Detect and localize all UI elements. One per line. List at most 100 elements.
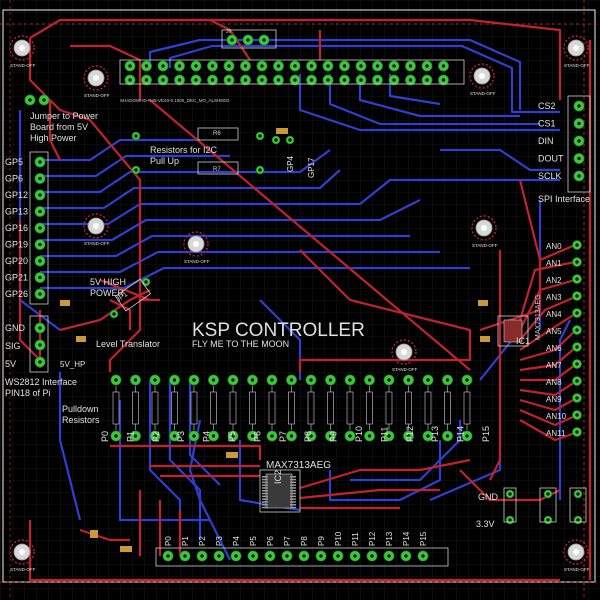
p-label-mid: P3 [176, 431, 186, 442]
standoff-7: STAND-OFF [391, 339, 418, 372]
spi-label: SCLK [538, 171, 562, 181]
p-label-bottom: P1 [181, 536, 190, 546]
smd-parts [60, 128, 490, 552]
p-label-bottom: P0 [164, 536, 173, 546]
r6-label: R6 [213, 131, 221, 137]
j6-outline [221, 29, 277, 49]
standoff-label: STAND-OFF [470, 91, 496, 96]
ic2-label: IC2 [273, 470, 283, 484]
analog-label: AN9 [546, 395, 562, 404]
gp-connector-outline [29, 151, 49, 305]
standoff-0: STAND-OFF [9, 35, 36, 68]
r7-outline [197, 161, 239, 175]
r7-label: R7 [213, 167, 221, 173]
p-label-bottom: P5 [249, 536, 258, 546]
gp4-label: GP4 [286, 155, 295, 172]
header-name-label: SHADOWHD-R45-VE40-0.1000_DEC_MO_ALSHEED [120, 98, 230, 103]
board-title: KSP CONTROLLER [192, 320, 365, 341]
p-label-bottom: P10 [334, 531, 343, 546]
gp-label: GP16 [5, 223, 28, 233]
hp-note-1: 5V HIGH [90, 277, 126, 287]
p-label-mid: P10 [354, 426, 364, 442]
standoff-label: STAND-OFF [84, 241, 110, 246]
gnd-label: GND [478, 492, 499, 502]
standoff-8: STAND-OFF [9, 539, 36, 572]
p-label-bottom: P13 [385, 531, 394, 546]
analog-label: AN5 [546, 327, 562, 336]
standoff-label: STAND-OFF [564, 567, 590, 572]
gp-label: GP12 [5, 190, 28, 200]
jumper-note-2: Board from 5V [30, 122, 88, 132]
analog-label: AN0 [546, 242, 562, 251]
ic2-chip [262, 473, 296, 509]
jumper-note-1: Jumper to Power [30, 111, 98, 121]
standoff-label: STAND-OFF [184, 259, 210, 264]
analog-label: AN11 [546, 429, 566, 438]
p-label-mid: P5 [227, 431, 237, 442]
p-label-bottom: P15 [419, 531, 428, 546]
pulldown-note-2: Resistors [62, 415, 100, 425]
spi-connector-outline [567, 95, 591, 193]
silkscreen-outlines [29, 29, 591, 567]
gp-label: GP26 [5, 289, 28, 299]
header-outline [119, 59, 465, 85]
top-copper-traces [18, 18, 592, 582]
gp-label: GP13 [5, 207, 28, 217]
jumper-note-3: High Power [30, 133, 77, 143]
ic1-label: IC1 [516, 336, 530, 346]
spi-label: CS1 [538, 119, 556, 129]
v33-label: 3.3V [476, 519, 495, 529]
standoff-label: STAND-OFF [392, 367, 418, 372]
p-label-bottom: P6 [266, 536, 275, 546]
p-label-bottom: P12 [368, 531, 377, 546]
p-label-bottom: P4 [232, 536, 241, 546]
spi-note: SPI Interface [538, 194, 590, 204]
p-label-bottom: P8 [300, 536, 309, 546]
jp1-outline [114, 278, 152, 312]
standoff-9: STAND-OFF [563, 539, 590, 572]
standoff-label: STAND-OFF [10, 567, 36, 572]
standoff-4: STAND-OFF [83, 213, 110, 246]
ic2-outline [259, 469, 301, 513]
ws-5v-label: 5V [5, 359, 16, 369]
pulldown-note-1: Pulldown [62, 404, 99, 414]
j6-label: J6 [226, 29, 232, 35]
gp17-label: GP17 [307, 157, 316, 178]
analog-label: AN1 [546, 259, 562, 268]
ws-note-1: WS2812 Interface [5, 377, 77, 387]
p-label-bottom: P3 [215, 536, 224, 546]
spi-label: DIN [538, 136, 554, 146]
p-label-mid: P2 [151, 431, 161, 442]
ic1-chip [503, 319, 523, 343]
analog-label: AN6 [546, 344, 562, 353]
ws-gnd-label: GND [5, 323, 26, 333]
ic1-outline [497, 315, 529, 347]
p-label-mid: P9 [329, 431, 339, 442]
gp-label: GP6 [5, 174, 23, 184]
p-label-mid: P13 [430, 426, 440, 442]
p-label-mid: P11 [379, 427, 389, 442]
p-label-bottom: P14 [402, 531, 411, 546]
standoff-3: STAND-OFF [563, 35, 590, 68]
p-label-mid: P14 [456, 426, 466, 442]
p-label-mid: P15 [481, 426, 491, 442]
analog-label: AN2 [546, 276, 562, 285]
p-label-mid: P12 [405, 426, 415, 442]
analog-label: AN8 [546, 378, 562, 387]
i2c-note-1: Resistors for I2C [150, 145, 218, 155]
p-label-mid: P6 [252, 431, 262, 442]
p-label-bottom: P7 [283, 536, 292, 546]
bottom-header-outline [155, 547, 449, 567]
p-label-bottom: P11 [351, 532, 360, 546]
hp-small-label: 5V_HP [60, 360, 85, 369]
spi-label: DOUT [538, 154, 564, 164]
standoff-label: STAND-OFF [564, 63, 590, 68]
ws-connector-outline [29, 315, 49, 373]
